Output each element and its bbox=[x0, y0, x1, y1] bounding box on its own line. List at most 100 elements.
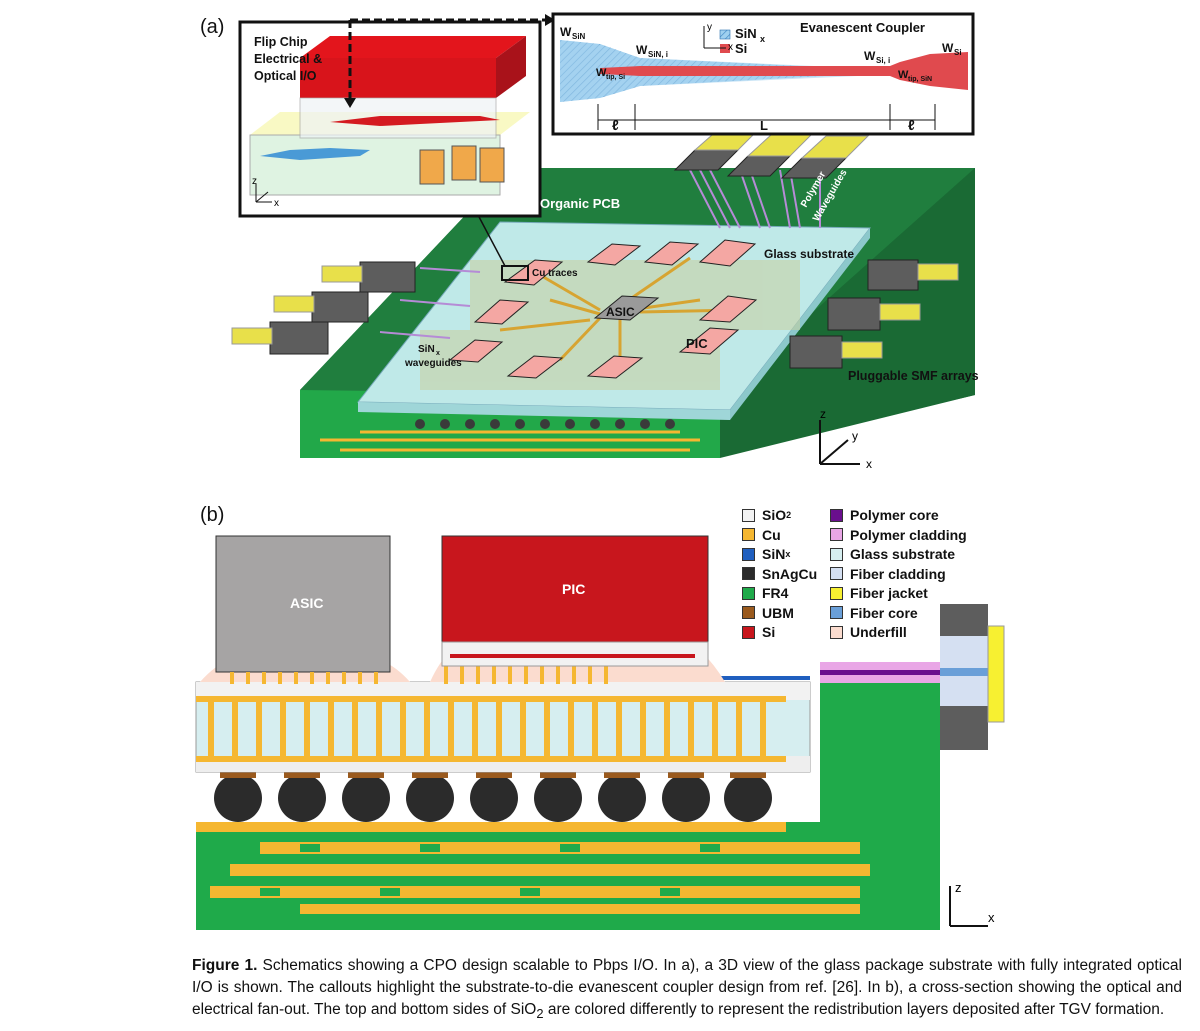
svg-text:z: z bbox=[955, 880, 962, 895]
pic-die bbox=[441, 535, 709, 643]
legend-label: Glass substrate bbox=[850, 546, 956, 562]
panel-b-cross-section: z x ASIC PIC bbox=[195, 535, 1005, 930]
smf-right bbox=[789, 259, 959, 369]
panel-a-figure: Flip Chip Electrical & Optical I/O z x S… bbox=[231, 12, 979, 471]
legend-label: Si bbox=[762, 624, 776, 640]
svg-text:PIC: PIC bbox=[686, 336, 708, 351]
legend-swatch bbox=[830, 625, 843, 639]
legend-swatch bbox=[830, 528, 843, 541]
legend-swatch bbox=[830, 508, 843, 522]
legend-swatch bbox=[742, 528, 755, 541]
legend-label: Underfill bbox=[850, 624, 907, 640]
legend-swatch bbox=[742, 625, 755, 639]
svg-text:x: x bbox=[988, 910, 995, 925]
svg-text:W: W bbox=[560, 25, 572, 39]
svg-text:z: z bbox=[820, 407, 826, 421]
inset-flip-chip: Flip Chip Electrical & Optical I/O z x bbox=[238, 14, 555, 218]
svg-text:Optical I/O: Optical I/O bbox=[254, 69, 317, 83]
legend-swatch bbox=[830, 606, 843, 619]
svg-text:x: x bbox=[760, 34, 765, 44]
legend-item: Fiber jacket bbox=[830, 584, 928, 602]
svg-text:PIC: PIC bbox=[562, 581, 585, 597]
svg-text:Organic PCB: Organic PCB bbox=[540, 196, 620, 211]
legend-label-sub: x bbox=[785, 549, 791, 559]
solder-balls bbox=[214, 774, 772, 822]
legend-label: Fiber cladding bbox=[850, 565, 946, 582]
caption-text: Schematics showing a CPO design scalable… bbox=[192, 957, 1182, 1018]
svg-text:SiN: SiN bbox=[418, 344, 435, 355]
svg-text:y: y bbox=[852, 429, 858, 443]
svg-text:Glass substrate: Glass substrate bbox=[764, 247, 854, 261]
svg-text:Cu traces: Cu traces bbox=[532, 268, 578, 279]
asic-die bbox=[215, 535, 391, 673]
svg-text:Evanescent Coupler: Evanescent Coupler bbox=[800, 20, 925, 35]
svg-text:W: W bbox=[864, 49, 876, 63]
svg-text:tip, Si: tip, Si bbox=[606, 74, 625, 81]
legend-swatch bbox=[830, 567, 843, 580]
legend-label: Polymer cladding bbox=[850, 526, 967, 543]
legend-item: UBM bbox=[742, 604, 794, 622]
legend-swatch bbox=[830, 547, 843, 561]
svg-text:Electrical &: Electrical & bbox=[254, 52, 322, 66]
svg-text:W: W bbox=[636, 43, 648, 57]
svg-text:z: z bbox=[252, 176, 257, 187]
legend-item: Glass substrate bbox=[830, 545, 955, 563]
legend-item: SnAgCu bbox=[742, 565, 817, 583]
legend-swatch bbox=[742, 567, 755, 580]
figure-caption: Figure 1. Schematics showing a CPO desig… bbox=[192, 955, 1182, 1025]
svg-text:waveguides: waveguides bbox=[404, 358, 462, 369]
caption-sub: 2 bbox=[536, 1006, 544, 1022]
svg-text:L: L bbox=[760, 118, 768, 133]
svg-text:SiN: SiN bbox=[735, 26, 757, 41]
legend-label: SiN bbox=[762, 546, 786, 562]
legend-item: Si bbox=[742, 623, 775, 641]
legend-label: Cu bbox=[762, 526, 781, 543]
smf-top bbox=[673, 149, 848, 179]
inset-coupler: SiN x Si Evanescent Coupler W SiN W SiN,… bbox=[551, 12, 975, 136]
legend-label: Fiber core bbox=[850, 604, 918, 621]
svg-text:ASIC: ASIC bbox=[290, 595, 323, 611]
panel-a-label: (a) bbox=[200, 16, 225, 38]
legend-item: FR4 bbox=[742, 584, 788, 602]
legend-label: Polymer core bbox=[850, 507, 939, 523]
asic-chip bbox=[593, 295, 660, 321]
legend-label: FR4 bbox=[762, 585, 789, 601]
legend-swatch bbox=[742, 586, 755, 600]
svg-text:W: W bbox=[898, 69, 909, 81]
pic-chips bbox=[448, 239, 758, 379]
svg-text:tip, SiN: tip, SiN bbox=[908, 76, 932, 83]
legend-label: Fiber jacket bbox=[850, 585, 928, 601]
svg-text:SiN, i: SiN, i bbox=[648, 50, 668, 59]
smf-left bbox=[231, 261, 481, 355]
svg-text:x: x bbox=[436, 350, 440, 357]
svg-text:Si, i: Si, i bbox=[876, 56, 890, 65]
svg-text:x: x bbox=[728, 42, 733, 53]
svg-text:Flip Chip: Flip Chip bbox=[254, 35, 308, 49]
svg-text:W: W bbox=[942, 41, 954, 55]
legend-item: Fiber cladding bbox=[830, 565, 946, 583]
legend-swatch bbox=[830, 586, 843, 600]
svg-text:x: x bbox=[274, 198, 279, 209]
svg-text:ASIC: ASIC bbox=[606, 305, 635, 319]
legend-label-sub: 2 bbox=[786, 510, 792, 520]
caption-figure-number: Figure 1. bbox=[192, 957, 258, 974]
legend-swatch bbox=[742, 547, 755, 561]
legend-label: SnAgCu bbox=[762, 565, 818, 582]
legend-item: Underfill bbox=[830, 623, 907, 641]
svg-text:Pluggable SMF arrays: Pluggable SMF arrays bbox=[848, 369, 979, 383]
legend-item: Cu bbox=[742, 526, 781, 544]
legend-item: Polymer core bbox=[830, 506, 939, 524]
legend-label: UBM bbox=[762, 604, 794, 621]
legend-swatch bbox=[742, 508, 755, 522]
axes-a bbox=[819, 420, 860, 465]
svg-text:x: x bbox=[866, 457, 872, 471]
caption-text-2: are colored differently to represent the… bbox=[543, 1001, 1165, 1018]
svg-text:y: y bbox=[707, 22, 712, 33]
legend-label: SiO bbox=[762, 507, 787, 523]
svg-text:W: W bbox=[596, 67, 607, 79]
panel-b-label: (b) bbox=[200, 504, 225, 526]
svg-text:ℓ: ℓ bbox=[612, 117, 619, 133]
